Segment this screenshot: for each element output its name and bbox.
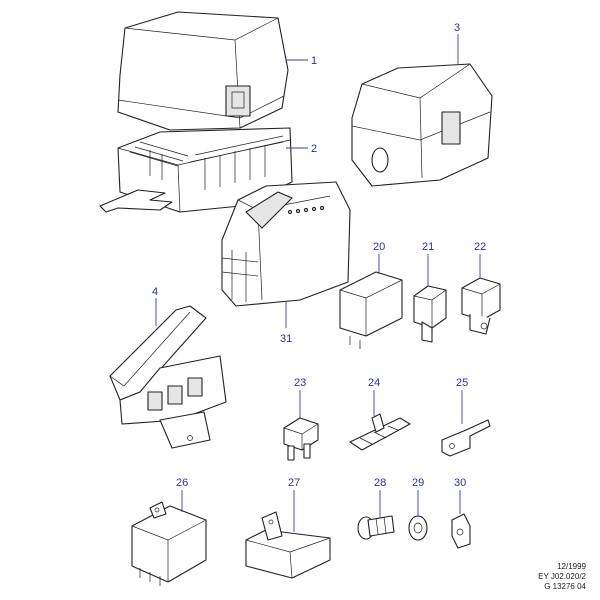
drawing-reference: 12/1999 EY J02.020/2 G 13276 04	[538, 562, 586, 592]
part-1-fusebox-lid	[117, 11, 289, 131]
callout-21: 21	[422, 241, 434, 253]
callout-28: 28	[374, 477, 386, 489]
part-4-connector-assembly	[109, 305, 227, 449]
part-25-bracket	[441, 419, 491, 457]
callout-29: 29	[412, 477, 424, 489]
reference-date: 12/1999	[557, 562, 586, 571]
part-28-screw	[357, 515, 395, 540]
part-31-fuse-carrier	[221, 181, 351, 307]
callout-22: 22	[474, 241, 486, 253]
callout-25: 25	[456, 377, 468, 389]
callout-1: 1	[311, 55, 317, 67]
callout-31: 31	[280, 333, 292, 345]
callout-4: 4	[152, 286, 158, 298]
callout-20: 20	[373, 241, 385, 253]
part-21-micro-relay	[413, 285, 447, 343]
reference-drawing-number: G 13276 04	[544, 582, 586, 591]
part-3-relay-box	[351, 63, 493, 187]
callout-2: 2	[311, 143, 317, 155]
part-24-terminal	[349, 413, 411, 451]
part-30-nut	[451, 513, 471, 549]
reference-code: EY J02.020/2	[538, 572, 586, 581]
part-26-flasher-relay	[131, 501, 207, 586]
callout-23: 23	[294, 377, 306, 389]
part-20-relay	[339, 271, 403, 349]
leader-lines	[155, 34, 481, 532]
part-27-connector-clip	[245, 511, 331, 579]
callout-30: 30	[454, 477, 466, 489]
part-22-bracket-relay	[461, 277, 501, 335]
part-2-fusebox-base	[99, 127, 293, 213]
callout-3: 3	[454, 22, 460, 34]
part-29-washer	[408, 515, 428, 541]
callout-24: 24	[368, 377, 380, 389]
part-23-blade-fuse	[283, 417, 319, 461]
callout-27: 27	[288, 477, 300, 489]
callout-26: 26	[176, 477, 188, 489]
